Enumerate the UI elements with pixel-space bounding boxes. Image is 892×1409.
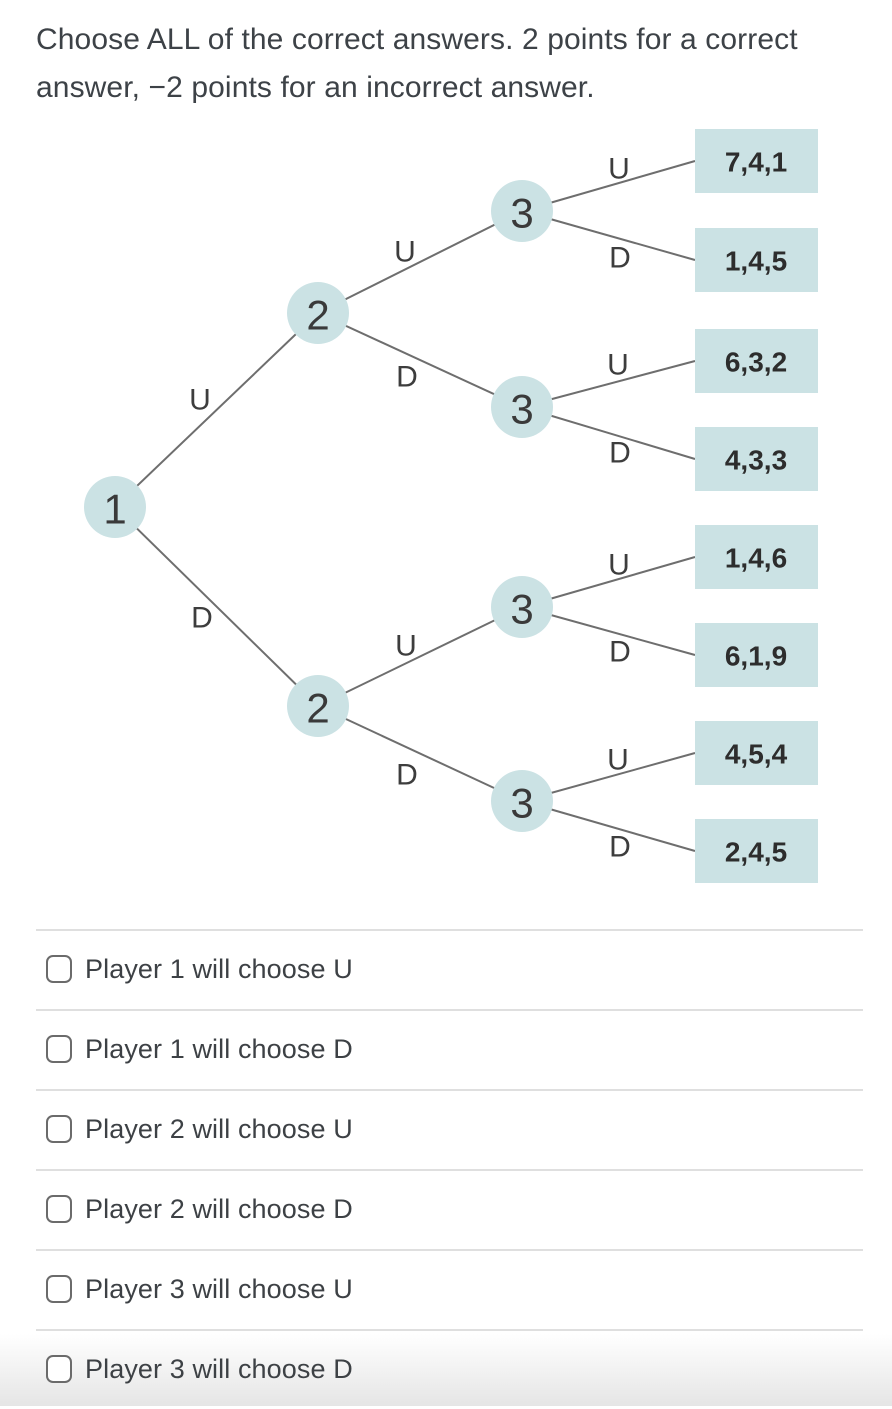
answer-options: Player 1 will choose U Player 1 will cho… (0, 929, 892, 1409)
action-label-d: D (396, 361, 418, 394)
payoff-box: 2,4,5 (695, 819, 818, 883)
branch-line-2a-down (317, 312, 523, 408)
action-label-u: U (608, 549, 630, 582)
answer-option-4[interactable]: Player 2 will choose D (0, 1169, 892, 1249)
payoff-label: 7,4,1 (725, 147, 787, 178)
option-label: Player 1 will choose D (85, 1033, 353, 1064)
node-label: 3 (510, 190, 533, 237)
node-circle (491, 180, 553, 242)
branch-line-2a-up (317, 210, 523, 314)
payoff-box: 1,4,6 (695, 525, 818, 589)
payoff-rect (695, 129, 818, 193)
payoff-box: 7,4,1 (695, 129, 818, 193)
node-circle (84, 476, 146, 538)
node-label: 3 (510, 386, 533, 433)
branch-line-1-down (114, 506, 319, 707)
node-circle (287, 282, 349, 344)
node-circle (287, 675, 349, 737)
node-label: 3 (510, 586, 533, 633)
action-label-d: D (609, 831, 631, 864)
payoff-label: 1,4,5 (725, 246, 787, 277)
payoff-box: 4,5,4 (695, 721, 818, 785)
payoff-label: 4,5,4 (725, 739, 788, 770)
option-label: Player 3 will choose D (85, 1353, 353, 1384)
payoff-box: 6,1,9 (695, 623, 818, 687)
node-player-3-1: 3 (491, 180, 553, 242)
action-label-u: U (607, 349, 629, 382)
option-label: Player 3 will choose U (85, 1273, 353, 1304)
payoff-box: 4,3,3 (695, 427, 818, 491)
branch-line-1-up (114, 312, 319, 508)
node-player-1: 1 (84, 476, 146, 538)
payoff-rect (695, 228, 818, 292)
payoff-rect (695, 329, 818, 393)
checkbox[interactable] (46, 1035, 72, 1063)
action-label-d: D (396, 759, 418, 792)
action-label-d: D (609, 242, 631, 275)
action-label-u: U (189, 384, 211, 417)
option-label: Player 2 will choose U (85, 1113, 353, 1144)
checkbox[interactable] (46, 1355, 72, 1383)
payoff-box: 1,4,5 (695, 228, 818, 292)
answer-option-2[interactable]: Player 1 will choose D (0, 1009, 892, 1089)
node-player-2-top: 2 (287, 282, 349, 344)
payoff-rect (695, 721, 818, 785)
question-prompt: Choose ALL of the correct answers. 2 poi… (36, 23, 798, 104)
action-label-d: D (609, 437, 631, 470)
payoff-rect (695, 427, 818, 491)
payoff-label: 2,4,5 (725, 837, 787, 868)
checkbox[interactable] (46, 1195, 72, 1223)
node-label: 3 (510, 780, 533, 827)
answer-option-1[interactable]: Player 1 will choose U (0, 929, 892, 1009)
node-label: 1 (103, 486, 126, 533)
payoff-rect (695, 525, 818, 589)
payoff-label: 4,3,3 (725, 445, 787, 476)
checkbox[interactable] (46, 1275, 72, 1303)
answer-option-5[interactable]: Player 3 will choose U (0, 1249, 892, 1329)
node-circle (491, 770, 553, 832)
checkbox[interactable] (46, 1115, 72, 1143)
action-label-u: U (608, 153, 630, 186)
payoff-label: 1,4,6 (725, 543, 787, 574)
payoff-rect (695, 819, 818, 883)
node-player-3-4: 3 (491, 770, 553, 832)
game-tree-diagram: U D U D U D U D U D U D U D 1 2 2 3 (84, 129, 818, 883)
node-player-3-2: 3 (491, 376, 553, 438)
payoff-label: 6,3,2 (725, 347, 787, 378)
checkbox[interactable] (46, 955, 72, 983)
action-label-u: U (394, 236, 416, 269)
payoff-box: 6,3,2 (695, 329, 818, 393)
option-label: Player 2 will choose D (85, 1193, 353, 1224)
branch-line-2b-down (317, 705, 523, 802)
payoff-rect (695, 623, 818, 687)
node-player-3-3: 3 (491, 576, 553, 638)
option-label: Player 1 will choose U (85, 953, 353, 984)
answer-option-6[interactable]: Player 3 will choose D (0, 1329, 892, 1409)
action-label-d: D (609, 636, 631, 669)
node-player-2-bottom: 2 (287, 675, 349, 737)
action-label-d: D (191, 602, 213, 635)
action-label-u: U (607, 744, 629, 777)
branch-line-2b-up (317, 606, 523, 707)
action-label-u: U (395, 630, 417, 663)
node-circle (491, 376, 553, 438)
node-label: 2 (306, 685, 329, 732)
node-circle (491, 576, 553, 638)
payoff-label: 6,1,9 (725, 641, 787, 672)
answer-option-3[interactable]: Player 2 will choose U (0, 1089, 892, 1169)
node-label: 2 (306, 292, 329, 339)
